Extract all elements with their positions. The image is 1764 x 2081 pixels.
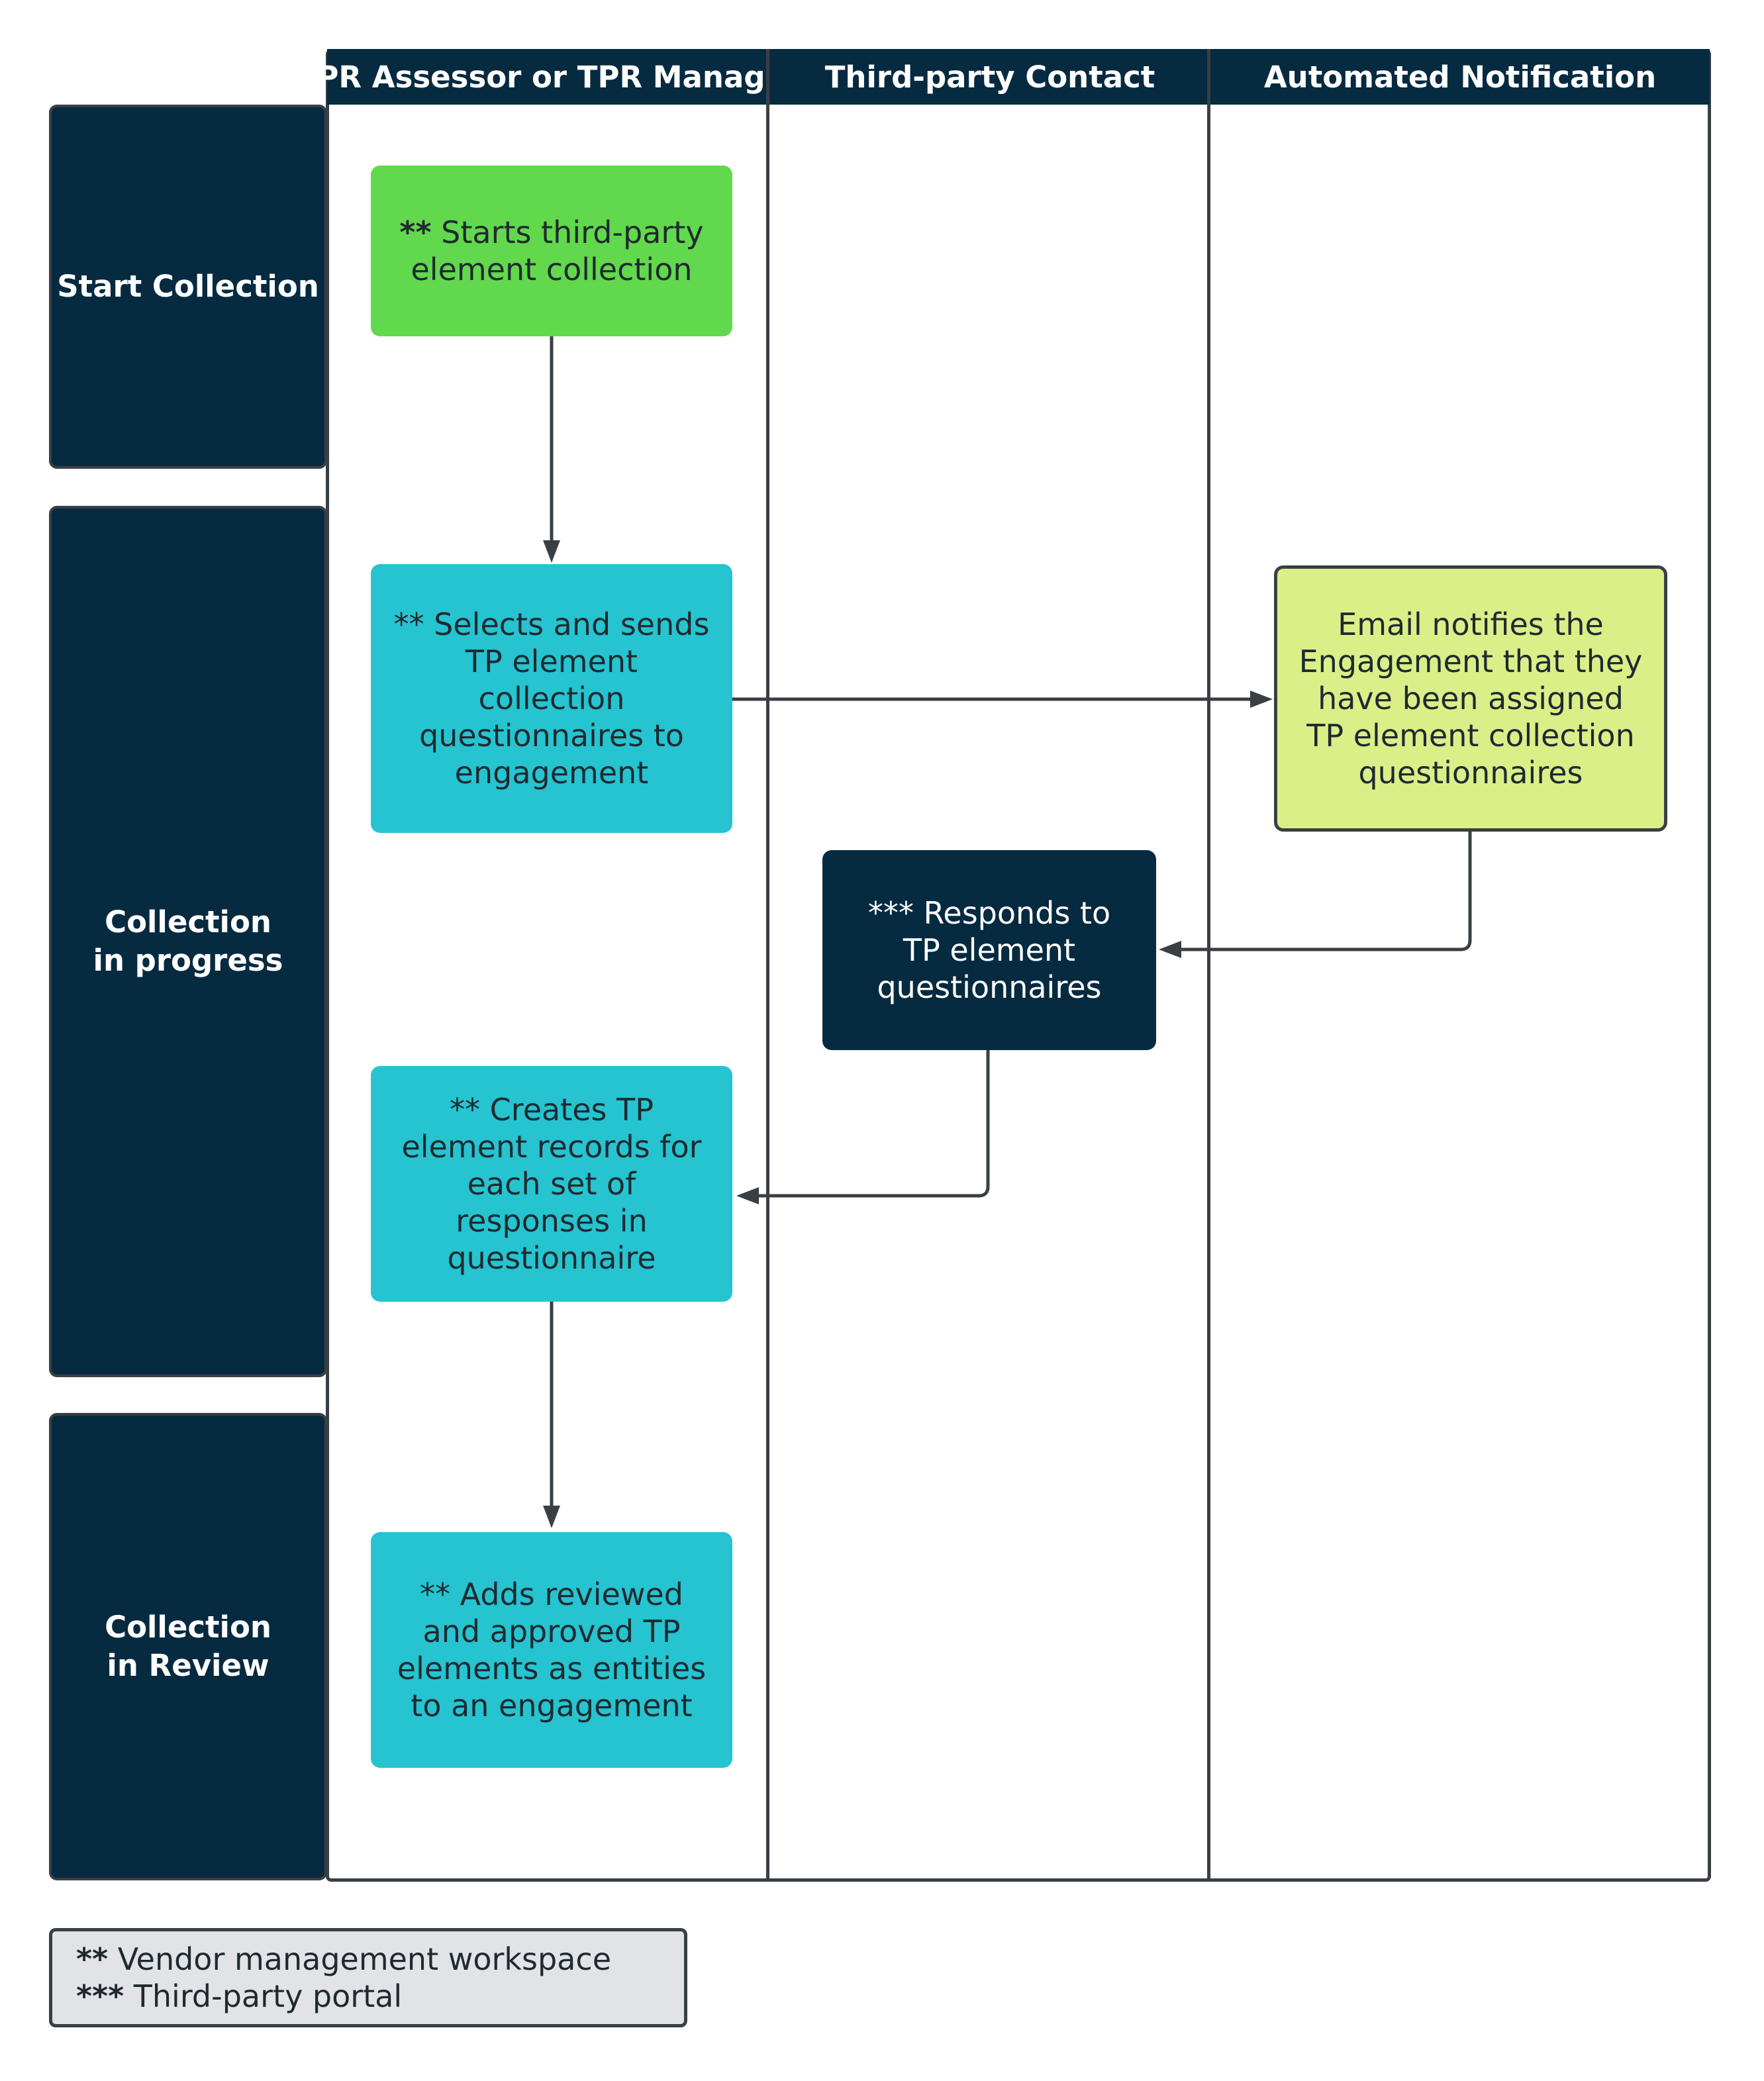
step-text: *** Responds to TP element questionnaire… xyxy=(867,895,1111,1005)
step-prefix: ** xyxy=(399,215,432,250)
lane-divider-2 xyxy=(1207,49,1210,1882)
phase-collection-in-progress: Collection in progress xyxy=(49,506,327,1377)
step-creates-element-records: ** Creates TP element records for each s… xyxy=(371,1066,732,1302)
step-select-and-send: ** Selects and sends TP element collecti… xyxy=(371,564,732,833)
step-responds-to-questionnaires: *** Responds to TP element questionnaire… xyxy=(822,850,1156,1050)
phase-start-collection: Start Collection xyxy=(49,105,327,469)
legend-marker: ** xyxy=(76,1941,109,1977)
legend: ** Vendor management workspace *** Third… xyxy=(49,1928,687,2027)
phase-label: Start Collection xyxy=(57,269,319,304)
step-text: ** Creates TP element records for each s… xyxy=(401,1092,702,1276)
lane-header-third-party-contact: Third-party Contact xyxy=(769,49,1210,105)
phase-collection-in-review: Collection in Review xyxy=(49,1413,327,1880)
step-adds-reviewed-elements: ** Adds reviewed and approved TP element… xyxy=(371,1532,732,1768)
lane-header-tpr-assessor: TPR Assessor or TPR Manager xyxy=(297,49,800,105)
step-email-notification: Email notifies the Engagement that they … xyxy=(1274,565,1667,832)
phase-label: Collection in Review xyxy=(105,1610,271,1683)
step-start-collection: ** Starts third-party element collection xyxy=(371,166,732,336)
legend-item-third-party-portal: *** Third-party portal xyxy=(76,1978,684,2015)
step-text: ** Adds reviewed and approved TP element… xyxy=(397,1576,707,1723)
legend-marker: *** xyxy=(76,1978,124,2014)
lane-divider-1 xyxy=(766,49,769,1882)
lane-header-automated-notification: Automated Notification xyxy=(1210,49,1710,105)
step-text: ** Selects and sends TP element collecti… xyxy=(393,606,710,791)
legend-label: Third-party portal xyxy=(133,1978,403,2014)
phase-label: Collection in progress xyxy=(93,904,283,978)
step-text: Email notifies the Engagement that they … xyxy=(1298,606,1643,791)
legend-label: Vendor management workspace xyxy=(117,1941,612,1977)
step-text: Starts third-party element collection xyxy=(411,215,704,287)
legend-item-vendor-workspace: ** Vendor management workspace xyxy=(76,1941,684,1978)
